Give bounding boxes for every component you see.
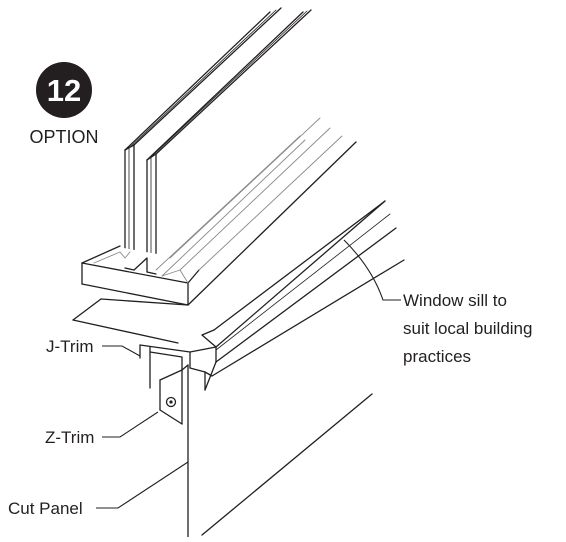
window-sill-label-line-1: Window sill to — [403, 291, 507, 310]
j-trim-part — [139, 344, 217, 391]
j-trim-label: J-Trim — [46, 337, 94, 356]
option-badge-caption: OPTION — [29, 127, 98, 147]
z-trim-label: Z-Trim — [45, 428, 94, 447]
window-sill — [72, 200, 405, 377]
cut-panel-part — [187, 393, 373, 538]
window-sill-label-line-3: practices — [403, 347, 471, 366]
option-badge-circle — [36, 62, 92, 118]
z-trim-part — [159, 364, 189, 427]
callout-leaders — [96, 239, 401, 509]
option-badge-number: 12 — [47, 73, 81, 108]
window-sill-label-line-2: suit local building — [403, 319, 532, 338]
window-frame — [81, 117, 357, 306]
callout-labels: Window sill to suit local building pract… — [8, 291, 532, 518]
cut-panel-label: Cut Panel — [8, 499, 83, 518]
option-badge: 12 OPTION — [29, 62, 99, 147]
fastener-icon — [165, 396, 177, 408]
